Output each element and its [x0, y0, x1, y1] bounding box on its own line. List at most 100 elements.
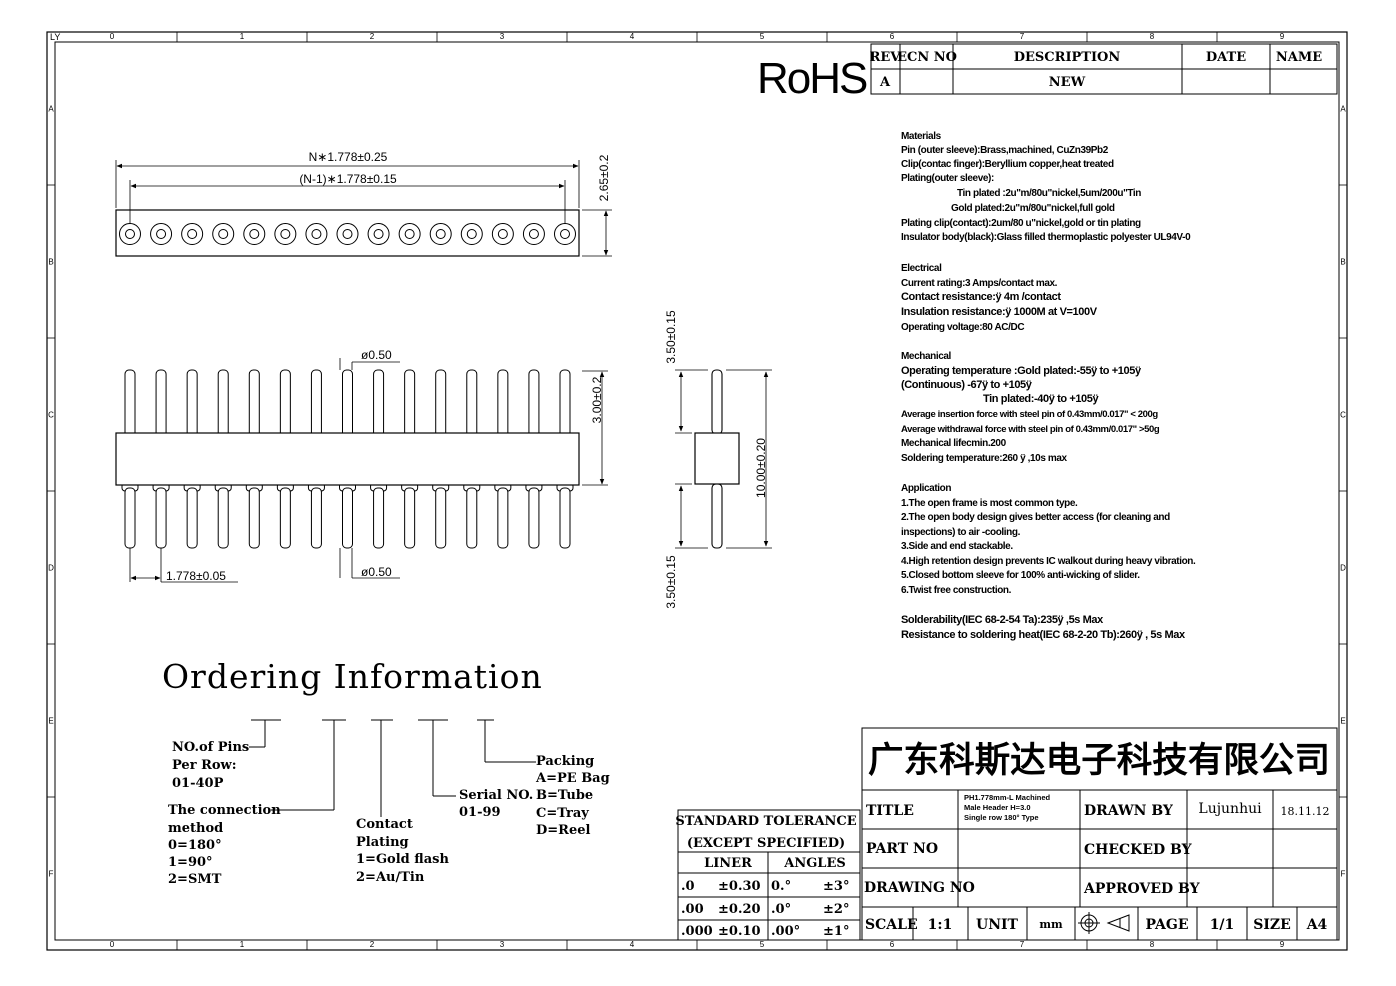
connection-option: 2=SMT [168, 872, 222, 887]
tolerance-precision: .0 [681, 879, 695, 894]
pin-hole-inner [156, 229, 167, 239]
mechanical-heading: Mechanical [901, 351, 952, 362]
plating-option: 1=Gold flash [356, 852, 449, 867]
zone-row-label: F [49, 870, 54, 879]
zone-column-label: 3 [500, 32, 505, 41]
pin-hole-inner [218, 229, 229, 239]
zone-row-label: C [48, 411, 54, 420]
zone-row-label: C [1340, 411, 1346, 420]
pin-hole-outer [150, 223, 173, 245]
pin-hole-outer [460, 223, 483, 245]
electrical-line: Operating voltage:80 AC/DC [901, 322, 1024, 333]
front-pin-lower [248, 487, 260, 549]
front-pin-lower [404, 487, 416, 549]
size-value: A4 [1306, 917, 1328, 933]
materials-heading: Materials [901, 131, 942, 142]
materials-line: Plating(outer sleeve): [901, 173, 994, 184]
zone-row-label: B [1340, 258, 1345, 267]
tolerance-value: ±0.20 [718, 902, 761, 917]
mechanical-line: Soldering temperature:260 ÿ ,10s max [901, 453, 1068, 464]
angle-precision: .0° [771, 902, 791, 917]
front-pin-lower [310, 487, 322, 549]
pin-hole-outer [119, 223, 141, 245]
pin-hole-inner [528, 229, 539, 239]
pin-hole-outer [367, 223, 390, 245]
zone-column-label: 4 [630, 32, 635, 41]
zone-column-label: 7 [1020, 940, 1025, 949]
tolerance-title: STANDARD TOLERANCE [675, 814, 856, 829]
zone-column-label: 8 [1150, 940, 1155, 949]
front-pin-upper [155, 369, 167, 439]
front-pin-lower [435, 487, 447, 549]
top-view-body [115, 209, 580, 257]
pin-hole-inner [280, 229, 291, 239]
pin-hole-outer [522, 223, 545, 245]
title-value-line: PH1.778mm-L Machined [964, 793, 1051, 802]
connection-label: method [168, 821, 223, 836]
front-pin-upper [217, 369, 229, 439]
angle-value: ±3° [823, 879, 849, 894]
title-block [861, 727, 1338, 941]
top-view: N∗1.778±0.25 (N-1)∗1.778±0.15 2.65±0.2 [115, 150, 612, 257]
specifications: Materials Pin (outer sleeve):Brass,machi… [901, 131, 1196, 641]
checked-by-label: CHECKED BY [1084, 842, 1193, 858]
electrical-line: Contact resistance:ÿ 4m /contact [901, 291, 1061, 303]
approved-by-label: APPROVED BY [1083, 881, 1201, 897]
zone-row-label: D [1340, 564, 1346, 573]
soldering-heat-line: Resistance to soldering heat(IEC 68-2-20… [901, 629, 1186, 641]
front-pin-lower [155, 487, 167, 549]
front-pin-upper [373, 369, 385, 439]
front-pin-upper [404, 369, 416, 439]
zone-column-label: 0 [110, 32, 115, 41]
rev-value: A [879, 75, 891, 90]
angle-value: ±2° [823, 902, 849, 917]
angle-precision: .00° [771, 924, 800, 939]
mechanical-line: Average insertion force with steel pin o… [901, 409, 1158, 420]
zone-row-label: B [48, 258, 53, 267]
front-pin-lower [497, 487, 509, 549]
ecn-header: ECN NO [897, 50, 957, 65]
packing-option: A=PE Bag [535, 771, 610, 786]
plating-option: 2=Au/Tin [356, 870, 425, 885]
pin-hole-inner [342, 229, 353, 239]
pin-hole-outer [491, 223, 514, 245]
ordering-legend: NO.of Pins Per Row: 01-40P The connectio… [168, 740, 610, 887]
plating-label: Contact [356, 817, 413, 832]
application-line: 2.The open body design gives better acce… [901, 512, 1170, 523]
scale-value: 1:1 [928, 917, 953, 933]
unit-value: mm [1039, 918, 1063, 931]
pin-hole-inner [497, 229, 508, 239]
tolerance-precision: .000 [681, 924, 713, 939]
zone-column-label: 6 [890, 940, 895, 949]
application-line: 1.The open frame is most common type. [901, 498, 1078, 509]
front-pin-lower [186, 487, 198, 549]
mechanical-line: Tin plated:-40ÿ to +105ÿ [983, 393, 1099, 405]
pitch-span-dimension: (N-1)∗1.778±0.15 [299, 172, 397, 186]
zone-row-label: A [48, 105, 54, 114]
zone-column-label: 4 [630, 940, 635, 949]
pin-hole-outer [429, 223, 452, 245]
pin-hole-inner [249, 229, 260, 239]
zone-column-label: 1 [240, 32, 245, 41]
side-total-dimension: 10.00±0.20 [754, 438, 768, 498]
front-pin-lower [559, 487, 571, 549]
packing-label: Packing [536, 754, 594, 769]
side-bottom-dimension: 3.50±0.15 [664, 555, 678, 609]
application-line: 3.Side and end stackable. [901, 541, 1013, 552]
materials-line: Gold plated:2u"m/80u"nickel,full gold [951, 203, 1115, 214]
front-pin-upper [497, 369, 509, 439]
front-pin-upper [186, 369, 198, 439]
part-no-label: PART NO [866, 841, 938, 857]
pin-hole-outer [181, 223, 204, 245]
tolerance-value: ±0.10 [718, 924, 761, 939]
front-pin-lower [528, 487, 540, 549]
front-pin-upper [279, 369, 291, 439]
front-pin-lower [279, 487, 291, 549]
application-line: 5.Closed bottom sleeve for 100% anti-wic… [901, 570, 1140, 581]
rev-header: REV [870, 50, 902, 65]
drawn-by-name: Lujunhui [1198, 801, 1262, 817]
pins-label: NO.of Pins [172, 740, 249, 755]
connection-option: 0=180° [168, 838, 222, 853]
serial-range: 01-99 [459, 805, 501, 820]
